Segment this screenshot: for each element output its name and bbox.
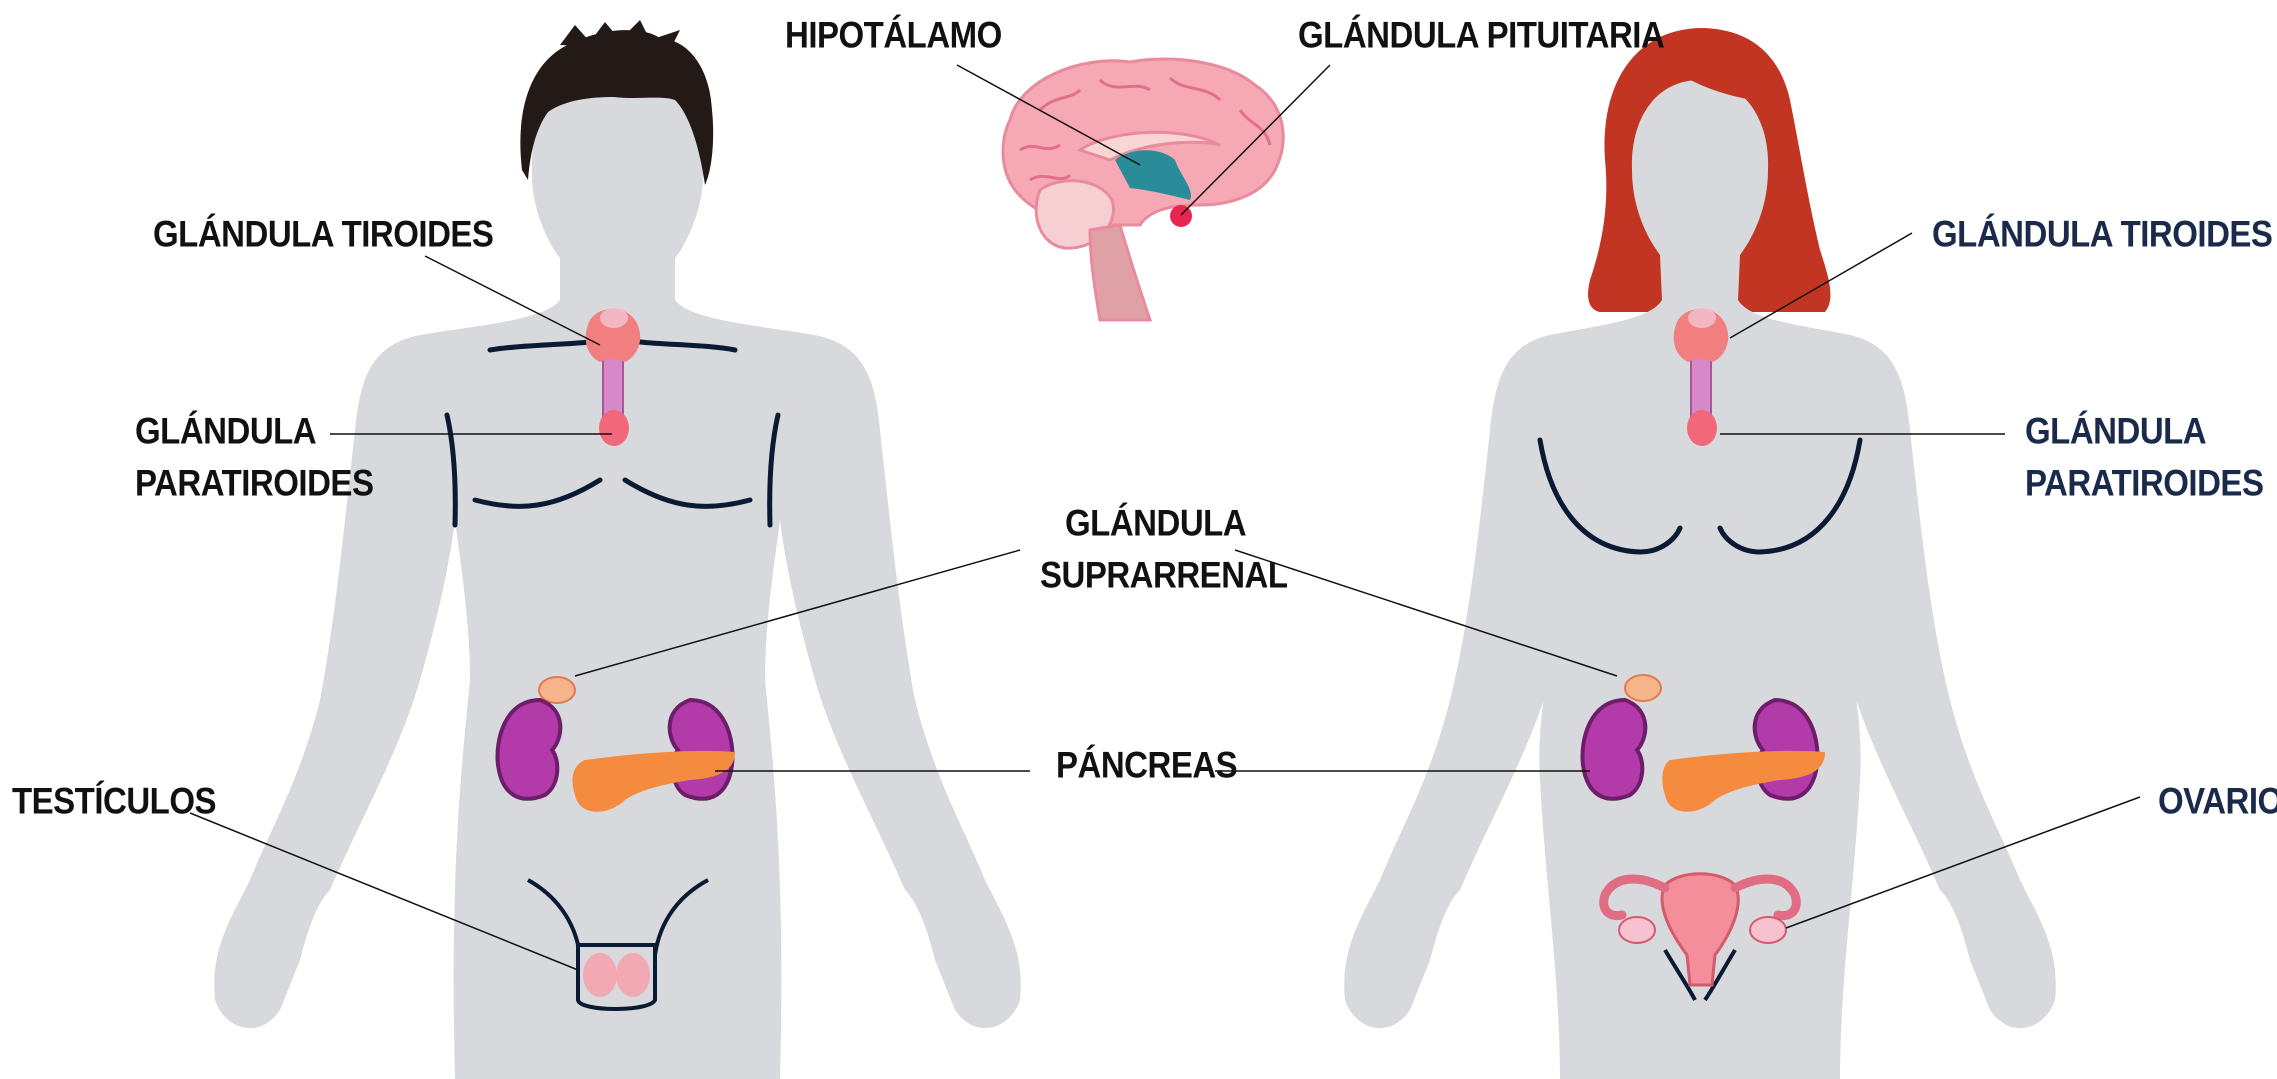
- label-hipotalamo: HIPOTÁLAMO: [785, 6, 1002, 64]
- female-thyroid-top: [1688, 308, 1716, 328]
- male-adrenal-gland: [539, 677, 575, 703]
- male-figure: [214, 20, 1021, 1079]
- male-testis-right: [616, 953, 650, 997]
- male-parathyroid-gland: [599, 410, 629, 446]
- male-thyroid-top: [600, 308, 628, 328]
- female-parathyroid-gland: [1687, 410, 1717, 446]
- brain-illustration: [1003, 59, 1283, 320]
- label-pituitaria: GLÁNDULA PITUITARIA: [1298, 6, 1664, 64]
- ovary-left: [1619, 917, 1655, 943]
- ovary-right: [1750, 917, 1786, 943]
- label-suprarrenal-line1: GLÁNDULA: [1065, 494, 1246, 552]
- label-testiculos: TESTÍCULOS: [12, 772, 216, 830]
- male-testis-left: [583, 953, 617, 997]
- label-tiroides-male: GLÁNDULA TIROIDES: [153, 205, 493, 263]
- label-paratiroides-female-line1: GLÁNDULA: [2025, 402, 2206, 460]
- label-paratiroides-female-line2: PARATIROIDES: [2025, 454, 2263, 512]
- female-adrenal-gland: [1625, 675, 1661, 701]
- label-paratiroides-male-line2: PARATIROIDES: [135, 454, 373, 512]
- label-suprarrenal-line2: SUPRARRENAL: [1040, 546, 1288, 604]
- label-ovarios: OVARIOS: [2158, 772, 2277, 830]
- label-paratiroides-male-line1: GLÁNDULA: [135, 402, 316, 460]
- label-tiroides-female: GLÁNDULA TIROIDES: [1932, 205, 2272, 263]
- label-pancreas: PÁNCREAS: [1056, 736, 1237, 794]
- brain-stem: [1090, 225, 1150, 320]
